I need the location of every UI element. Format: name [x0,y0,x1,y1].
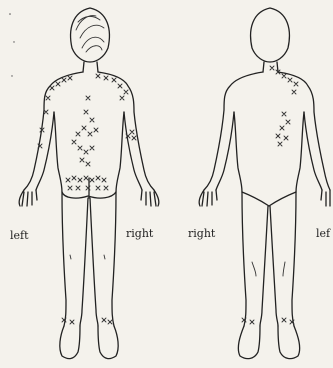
back-lumbar-marks [66,176,108,190]
back-feet [60,326,118,359]
front-shoulder-cluster [270,66,298,94]
back-inner-arm-right [124,112,142,190]
back-view-figure [19,8,159,359]
back-view-left-label: left [10,230,29,241]
front-view-figure [199,8,330,359]
front-head [251,8,290,62]
back-inner-arm-left [36,112,54,190]
back-hand-left [19,190,37,206]
back-knee-marks [70,255,105,259]
back-hair [76,16,104,52]
back-hand-right [141,190,159,206]
front-view-right-label: right [188,228,215,239]
front-hand-left [321,190,330,206]
front-view-left-label: lef [316,228,330,239]
front-chest-marks [276,112,290,146]
front-hand-right [199,190,217,206]
back-legs [62,192,116,326]
back-neck [83,62,98,72]
front-waist [234,112,304,192]
front-ankle-marks [242,318,294,324]
back-lesion-marks [38,74,136,324]
front-inner-arms [216,112,322,190]
scan-specks [9,13,15,77]
back-ankle-marks [62,318,112,324]
back-view-right-label: right [126,228,153,239]
front-feet [238,326,299,359]
front-legs [242,192,296,326]
back-spine-marks [72,96,98,166]
back-shoulder-cluster [50,74,128,100]
front-knee-marks [252,262,285,276]
front-groin [242,192,296,206]
